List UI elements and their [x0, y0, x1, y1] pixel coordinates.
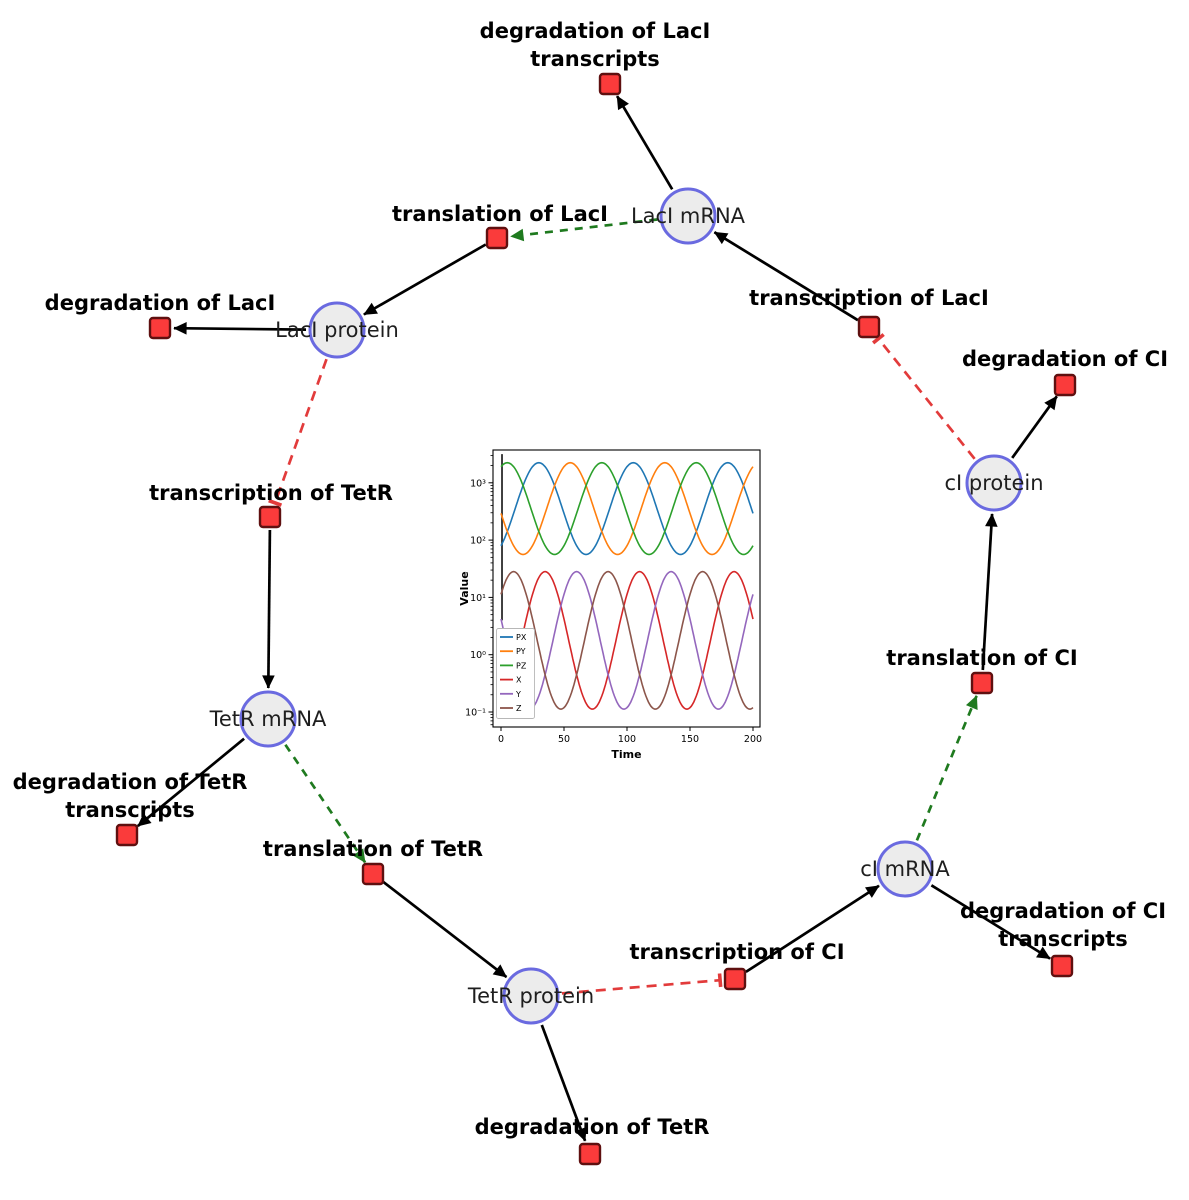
species-node-tetr-protein [502, 967, 560, 1025]
edge-inhibition-laci-protein-to-transcription-tetr [268, 358, 328, 507]
edge-production-transcription-ci-to-ci-mrna [745, 884, 880, 974]
reaction-label-deg-tetr-transcripts-line2: transcripts [65, 798, 195, 822]
species-label-ci-mrna: cI mRNA [860, 857, 950, 881]
reaction-label-deg-laci: degradation of LacI [45, 291, 276, 315]
edge-inhibition-tetr-protein-to-transcription-ci [561, 973, 723, 995]
species-node-ci-protein [965, 454, 1023, 512]
chart-series-Y [500, 570, 754, 710]
edge-consumption-tetr-mrna-to-deg-tetr-transcripts [136, 737, 245, 828]
legend-label-PY: PY [516, 647, 526, 656]
reaction-node-deg-laci [148, 316, 172, 340]
legend-label-Y: Y [515, 690, 521, 699]
y-tick-label: 10³ [470, 478, 486, 489]
reaction-node-translation-ci [970, 671, 994, 695]
edge-consumption-laci-protein-to-deg-laci [173, 322, 307, 335]
reaction-label-translation-laci: translation of LacI [392, 202, 608, 226]
legend-label-PX: PX [516, 633, 527, 642]
reaction-node-deg-ci [1053, 373, 1077, 397]
chart-series-PX [500, 461, 754, 556]
reaction-node-deg-laci-transcripts [598, 72, 622, 96]
species-label-laci-protein: LacI protein [275, 318, 399, 342]
reaction-node-translation-tetr [361, 862, 385, 886]
species-node-laci-protein [308, 301, 366, 359]
reaction-label-deg-ci-transcripts-line2: transcripts [998, 927, 1128, 951]
reaction-label-translation-ci: translation of CI [886, 646, 1077, 670]
x-axis-label: Time [611, 748, 641, 761]
edge-production-translation-tetr-to-tetr-protein [382, 880, 508, 979]
edge-production-translation-laci-to-laci-protein [363, 243, 487, 316]
chart-series-PY [500, 461, 754, 556]
reaction-label-deg-tetr: degradation of TetR [475, 1115, 710, 1139]
reaction-label-deg-laci-transcripts-line2: transcripts [530, 47, 660, 71]
chart-series-Z [500, 570, 754, 710]
reaction-node-transcription-laci [857, 315, 881, 339]
x-tick-label: 100 [618, 734, 636, 745]
legend-label-PZ: PZ [516, 661, 527, 670]
edge-production-transcription-laci-to-laci-mrna [713, 231, 859, 322]
reaction-label-deg-tetr-transcripts-line1: degradation of TetR [13, 770, 248, 794]
species-label-tetr-mrna: TetR mRNA [209, 707, 327, 731]
reaction-node-translation-laci [485, 226, 509, 250]
x-tick-label: 200 [744, 734, 762, 745]
legend-label-X: X [516, 676, 522, 685]
y-tick-label: 10¹ [470, 593, 486, 604]
edge-modifier-laci-mrna-to-translation-laci [510, 218, 658, 242]
reaction-node-transcription-tetr [258, 505, 282, 529]
reaction-label-deg-laci-transcripts-line1: degradation of LacI [480, 19, 711, 43]
reaction-label-deg-ci: degradation of CI [962, 347, 1168, 371]
edge-consumption-ci-protein-to-deg-ci [1011, 395, 1058, 459]
edge-inhibition-ci-protein-to-transcription-laci [872, 333, 976, 460]
species-label-laci-mrna: LacI mRNA [631, 204, 746, 228]
edges-layer [136, 95, 1058, 1142]
reaction-label-transcription-tetr: transcription of TetR [149, 481, 393, 505]
species-label-tetr-protein: TetR protein [467, 984, 594, 1008]
edge-production-translation-ci-to-ci-protein [981, 513, 998, 671]
nodes-layer [115, 72, 1077, 1166]
chart-legend: PX PY PZ XYZ [496, 628, 535, 719]
species-label-ci-protein: cI protein [944, 471, 1043, 495]
reaction-node-deg-ci-transcripts [1050, 954, 1074, 978]
reaction-label-deg-ci-transcripts-line1: degradation of CI [960, 899, 1166, 923]
edge-consumption-tetr-protein-to-deg-tetr [540, 1024, 587, 1142]
edge-consumption-ci-mrna-to-deg-ci-transcripts [930, 884, 1051, 960]
reaction-label-translation-tetr: translation of TetR [263, 837, 483, 861]
species-node-laci-mrna [659, 187, 717, 245]
reaction-label-transcription-ci: transcription of CI [629, 940, 844, 964]
chart-series-X [500, 570, 754, 710]
reaction-node-deg-tetr-transcripts [115, 823, 139, 847]
reaction-label-transcription-laci: transcription of LacI [749, 286, 989, 310]
edge-production-transcription-tetr-to-tetr-mrna [262, 529, 275, 689]
legend-label-Z: Z [516, 704, 522, 713]
chart-series-PZ [500, 461, 754, 556]
edge-consumption-laci-mrna-to-deg-laci-transcripts [615, 95, 674, 190]
species-node-tetr-mrna [239, 690, 297, 748]
y-tick-label: 10⁻¹ [465, 708, 486, 719]
y-tick-label: 10⁰ [470, 650, 486, 661]
edge-modifier-ci-mrna-to-translation-ci [915, 695, 978, 841]
x-tick-label: 0 [498, 734, 504, 745]
reaction-node-deg-tetr [578, 1142, 602, 1166]
y-axis-label: Value [458, 571, 471, 605]
species-node-ci-mrna [876, 840, 934, 898]
x-tick-label: 150 [681, 734, 699, 745]
y-tick-label: 10² [470, 536, 486, 547]
reaction-node-transcription-ci [723, 967, 747, 991]
x-tick-label: 50 [558, 734, 570, 745]
